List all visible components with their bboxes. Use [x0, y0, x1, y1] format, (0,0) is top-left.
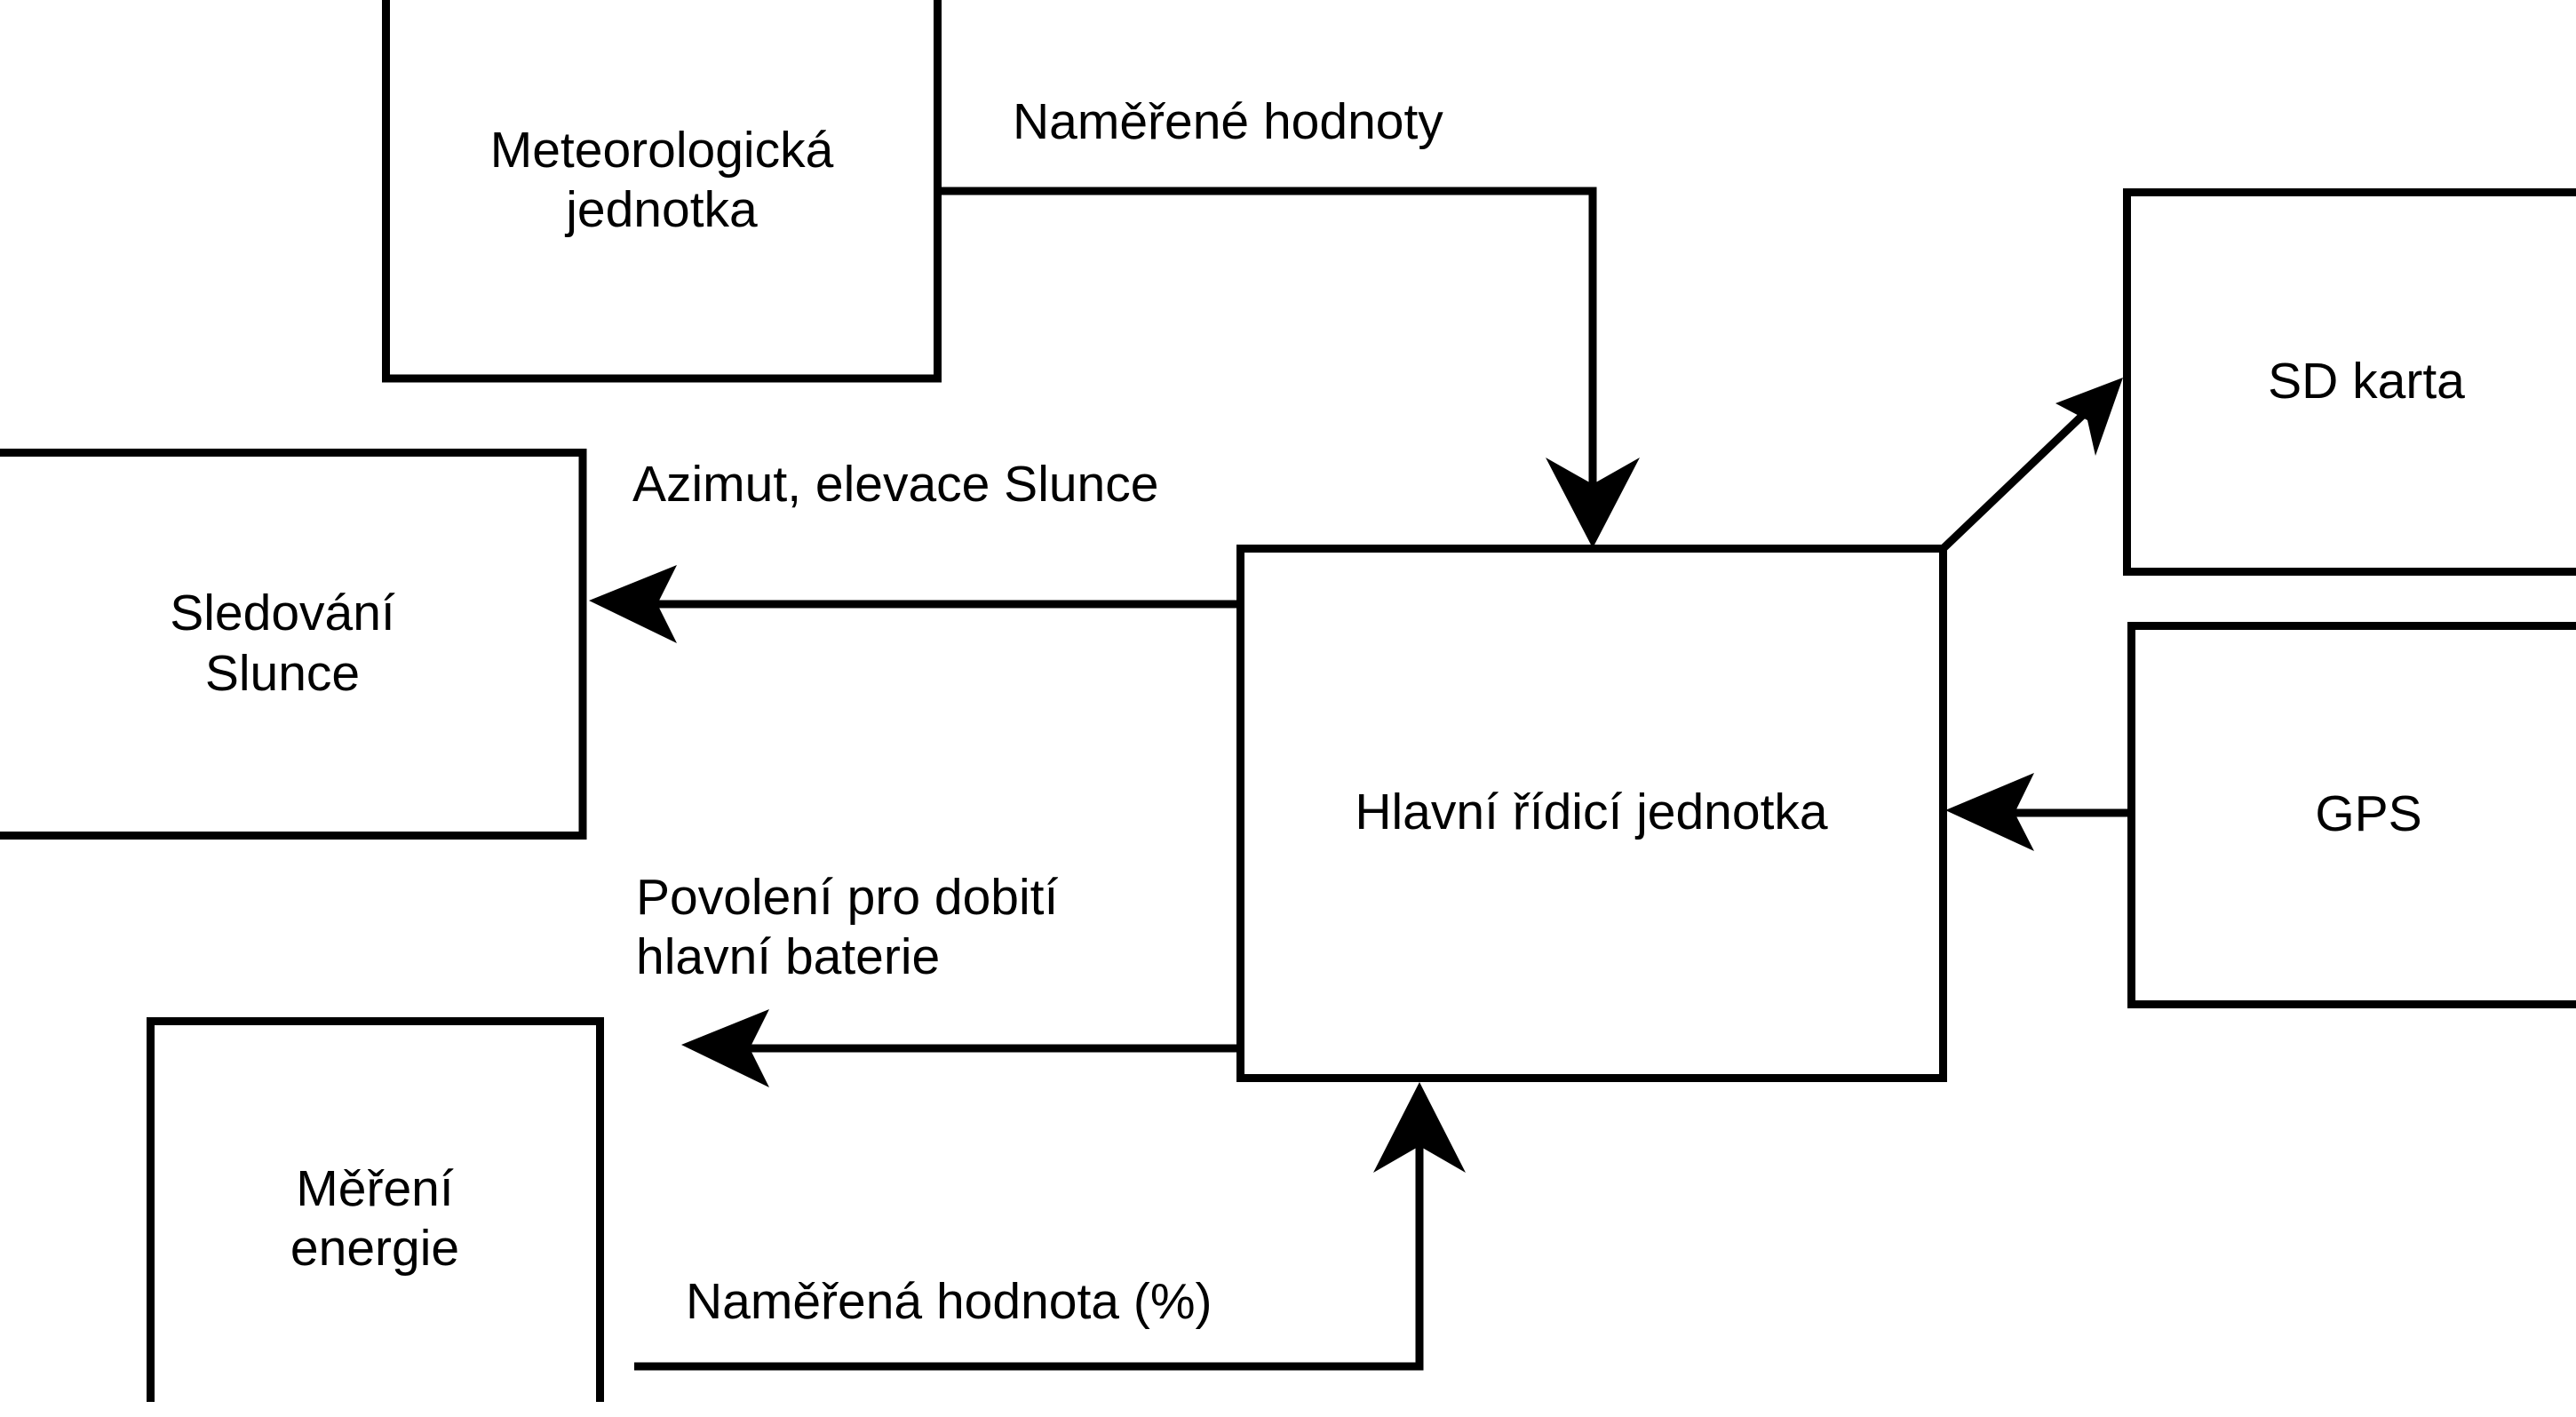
node-box-meteorologicka-jednotka[interactable]	[386, 0, 938, 378]
edge-hlavni-to-mereni	[681, 1009, 1236, 1087]
node-box-sledovani-slunce[interactable]	[0, 453, 583, 836]
edge-gps-to-hlavni	[1945, 773, 2127, 851]
edge-hlavni-to-sledovani	[589, 565, 1236, 643]
arrowhead-up-right-icon	[2055, 378, 2123, 456]
edge-meteo-to-hlavni	[938, 191, 1640, 548]
node-box-gps[interactable]	[2132, 626, 2576, 1005]
node-box-hlavni-ridici-jednotka[interactable]	[1241, 549, 1944, 1079]
node-box-mereni-energie[interactable]	[151, 1022, 600, 1403]
edge-hlavni-to-sd-karta	[1944, 378, 2123, 548]
node-box-sd-karta[interactable]	[2127, 193, 2576, 572]
edge-mereni-to-hlavni	[634, 1082, 1466, 1366]
